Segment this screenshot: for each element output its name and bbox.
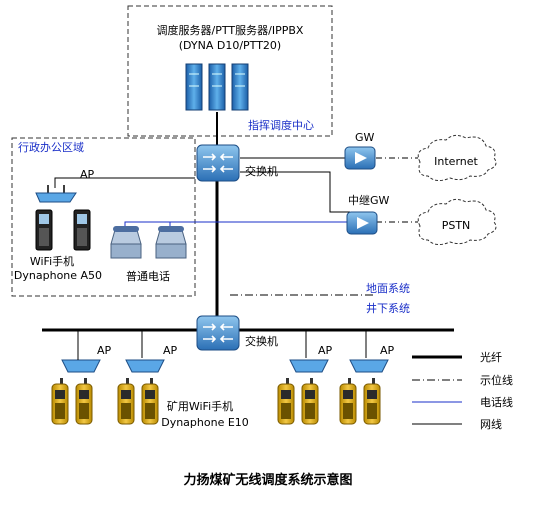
admin-zone: 行政办公区域 <box>11 137 196 297</box>
mine-phone-icon <box>51 378 69 425</box>
server-zone: 调度服务器/PTT服务器/IPPBX (DYNA D10/PTT20) 指挥调度… <box>127 5 333 137</box>
server-icon <box>185 63 249 111</box>
admin-zone-label: 行政办公区域 <box>18 140 84 154</box>
legend-marker-label: 示位线 <box>480 373 513 387</box>
gw-icon <box>344 146 376 170</box>
internet-cloud-icon <box>417 134 497 182</box>
trunk-gw-icon <box>346 211 378 235</box>
server-title-line1: 调度服务器/PTT服务器/IPPBX <box>157 23 304 37</box>
legend-net-label: 网线 <box>480 417 502 431</box>
mine-phone-icon <box>75 378 93 425</box>
admin-ap-link <box>54 177 195 188</box>
server-title-line2: (DYNA D10/PTT20) <box>179 39 281 52</box>
mine-phone-icon <box>301 378 319 425</box>
wifi-phone-a50-icon <box>35 209 91 251</box>
admin-ap-icon <box>35 185 77 203</box>
mine-phone-icon <box>277 378 295 425</box>
desk-phone-label: 普通电话 <box>126 269 170 283</box>
wifi-phone-label: WiFi手机 <box>30 254 74 268</box>
mine-ap-icon <box>125 359 165 373</box>
switch-top-label: 交换机 <box>245 164 278 178</box>
mine-phone-icon <box>117 378 135 425</box>
mine-ap-icon <box>349 359 389 373</box>
switch-trunkgw-link <box>240 171 350 213</box>
mine-phones <box>51 378 381 425</box>
pstn-cloud-icon <box>417 198 497 246</box>
mine-phone-label: 矿用WiFi手机 <box>167 399 233 413</box>
switch-top-icon <box>196 144 240 182</box>
diagram-title: 力扬煤矿无线调度系统示意图 <box>183 472 352 488</box>
underground-system-label: 井下系统 <box>366 301 410 315</box>
mine-phone-icon <box>141 378 159 425</box>
legend-phone-label: 电话线 <box>480 395 513 409</box>
mine-phone-model: Dynaphone E10 <box>161 416 249 429</box>
mine-ap-icon <box>289 359 329 373</box>
admin-ap-label: AP <box>80 168 95 181</box>
surface-system-label: 地面系统 <box>366 282 410 295</box>
legend: 光纤 示位线 电话线 网线 <box>412 350 513 431</box>
mine-ap-label: AP <box>318 344 333 357</box>
mine-phone-icon <box>363 378 381 425</box>
legend-fiber-label: 光纤 <box>480 350 502 364</box>
dispatch-center-label: 指挥调度中心 <box>248 118 314 132</box>
pstn-label: PSTN <box>442 219 471 232</box>
mine-ap-icon <box>61 350 101 373</box>
switch-bottom-icon <box>196 315 240 351</box>
desk-phone-icon <box>110 226 187 259</box>
switch-bottom-label: 交换机 <box>245 334 278 348</box>
mine-phone-icon <box>339 378 357 425</box>
mine-ap-label: AP <box>380 344 395 357</box>
trunk-gw-label: 中继GW <box>348 194 390 207</box>
gw-label: GW <box>355 131 375 144</box>
wifi-phone-model: Dynaphone A50 <box>14 269 102 282</box>
internet-label: Internet <box>434 155 478 168</box>
mine-ap-label: AP <box>97 344 112 357</box>
mine-ap-label: AP <box>163 344 178 357</box>
